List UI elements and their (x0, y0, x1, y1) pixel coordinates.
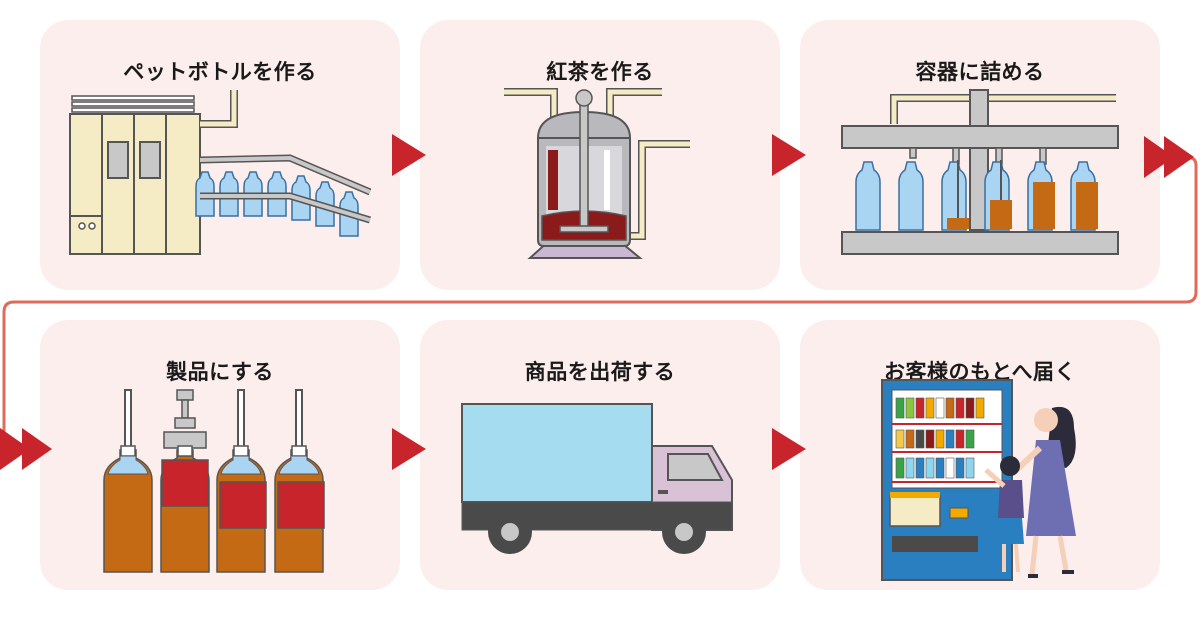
step-title: 商品を出荷する (524, 360, 676, 384)
step-title: 容器に詰める (915, 60, 1045, 84)
tea-brewing-tank-illustration (504, 88, 690, 259)
capping-labeling-illustration (103, 389, 325, 573)
step-card-fill-containers: 容器に詰める (800, 20, 1160, 290)
bottle-filling-line-illustration (841, 89, 1119, 255)
bottle-molding-machine-illustration (69, 90, 372, 255)
vending-machine-customers-illustration (881, 379, 1076, 581)
double-arrow-right-icon (1144, 136, 1194, 178)
arrow-right-icon (772, 134, 806, 176)
arrow-right-icon (772, 428, 806, 470)
step-card-make-tea: 紅茶を作る (420, 20, 780, 290)
arrow-right-icon (392, 428, 426, 470)
step-card-delivered-to-customers: お客様のもとへ届く (800, 320, 1160, 590)
step-title: 紅茶を作る (546, 60, 654, 84)
step-card-make-bottles: ペットボトルを作る (40, 20, 400, 290)
step-card-ship-product: 商品を出荷する (420, 320, 780, 590)
double-arrow-right-icon (0, 428, 52, 470)
delivery-truck-illustration (461, 403, 733, 554)
step-card-make-product: 製品にする (40, 320, 400, 590)
step-title: 製品にする (166, 360, 274, 384)
step-title: ペットボトルを作る (123, 60, 317, 84)
arrow-right-icon (392, 134, 426, 176)
